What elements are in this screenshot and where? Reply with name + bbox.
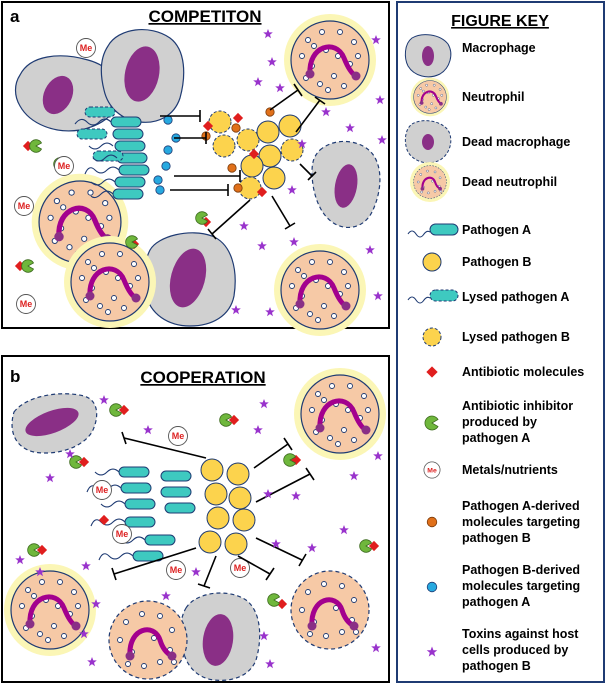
pathogen-a-icon [407,223,459,238]
svg-text:Antibiotic inhibitor p: Antibiotic inhibitor produced by pathoge… [462,399,577,445]
inhibitor-icon [424,415,439,431]
key-title: FIGURE KEY [451,13,549,30]
key-labels: Macrophage Neutrophil Dead macrophage De… [462,41,584,673]
key-label: Dead macrophage [462,135,570,149]
svg-text:Pathogen A: Pathogen A [462,223,531,237]
svg-text:Lysed pathogen B: Lysed pathogen B [462,330,570,344]
panel-a: a COMPETITON [1,1,390,336]
key-label: pathogen A [462,595,530,609]
key-label: produced by [462,415,537,429]
key-label: pathogen B [462,659,531,673]
dead-macrophage [311,140,381,229]
key-label: Pathogen A-derived [462,499,580,513]
metal-icon: Me [423,461,441,479]
panel-a-letter: a [10,7,20,26]
pathogen-a-cluster [74,106,150,200]
key-label: Dead neutrophil [462,175,557,189]
key-label: Neutrophil [462,90,525,104]
dead-macrophage [11,393,98,454]
svg-text:Metals/nutrients: Metals/nutrients [462,463,558,477]
macrophage-icon [404,34,452,78]
pathogen-b-cluster [208,110,304,200]
panel-b-letter: b [10,367,20,386]
svg-text:Antibiotic molecules: Antibiotic molecules [462,365,584,379]
key-label: cells produced by [462,643,568,657]
key-label: Lysed pathogen B [462,330,570,344]
macrophage [100,29,185,123]
neutrophil-icon [409,76,451,118]
blue-molecule-icon [426,581,438,593]
svg-text:Dead neutrophil: Dead neutrophil [462,175,557,189]
svg-text:Pathogen B: Pathogen B [462,255,531,269]
pathogen-b-cluster [198,458,256,556]
figure-key: FIGURE KEY [396,1,605,683]
panel-b-title: COOPERATION [140,368,265,387]
svg-text:Macrophage: Macrophage [462,41,536,55]
key-label: Lysed pathogen A [462,290,569,304]
macrophage [143,232,236,327]
key-label: Toxins against host [462,627,579,641]
dead-macrophage [180,592,261,681]
svg-text:Toxins against host ce: Toxins against host cells produced by pa… [462,627,582,673]
svg-text:Pathogen A-derived mol: Pathogen A-derived molecules targeting p… [462,499,584,545]
svg-text:Pathogen B-derived mol: Pathogen B-derived molecules targeting p… [462,563,584,609]
key-label: Pathogen B-derived [462,563,580,577]
key-label: Antibiotic molecules [462,365,584,379]
key-label: Pathogen B [462,255,531,269]
svg-text:Me: Me [427,468,437,475]
key-label: Pathogen A [462,223,531,237]
pathogen-b-icon [422,252,442,272]
key-label: molecules targeting [462,579,580,593]
key-label: Macrophage [462,41,536,55]
orange-molecule-icon [426,516,438,528]
panel-b: b COOPERATION [1,355,390,683]
dead-macrophage-icon [404,120,452,164]
svg-text:Dead macrophage: Dead macrophage [462,135,570,149]
key-label: molecules targeting [462,515,580,529]
dead-neutrophil-icon [410,162,450,202]
key-label: Antibiotic inhibitor [462,399,573,413]
lysed-pathogen-a-icon [407,289,459,304]
svg-text:Lysed pathogen A: Lysed pathogen A [462,290,569,304]
svg-text:Neutrophil: Neutrophil [462,90,525,104]
lysed-pathogen-b-icon [422,327,442,347]
panel-a-title: COMPETITON [148,7,261,26]
key-label: Metals/nutrients [462,463,558,477]
key-label: pathogen A [462,431,530,445]
key-label: pathogen B [462,531,531,545]
